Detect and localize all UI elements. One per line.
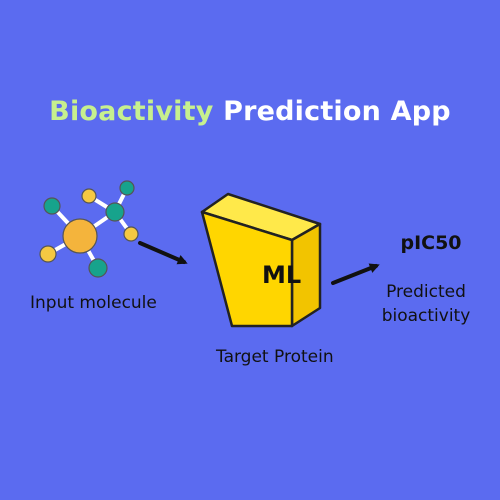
predicted-bioactivity-label: Predicted bioactivity	[370, 280, 482, 328]
arrow-right-icon	[138, 241, 188, 265]
arrow-right-icon	[331, 263, 380, 285]
pic50-label: pIC50	[400, 232, 462, 254]
target-protein-label: Target Protein	[216, 347, 334, 367]
predicted-line: Predicted	[386, 282, 466, 302]
ml-label: ML	[262, 261, 301, 289]
molecule-icon	[39, 180, 139, 278]
ml-cube-icon	[200, 192, 322, 328]
bioactivity-line: bioactivity	[381, 306, 471, 326]
input-molecule-label: Input molecule	[30, 293, 157, 313]
title-main: Prediction App	[213, 96, 451, 127]
app-title: Bioactivity Prediction App	[0, 96, 500, 127]
title-accent: Bioactivity	[49, 96, 214, 127]
